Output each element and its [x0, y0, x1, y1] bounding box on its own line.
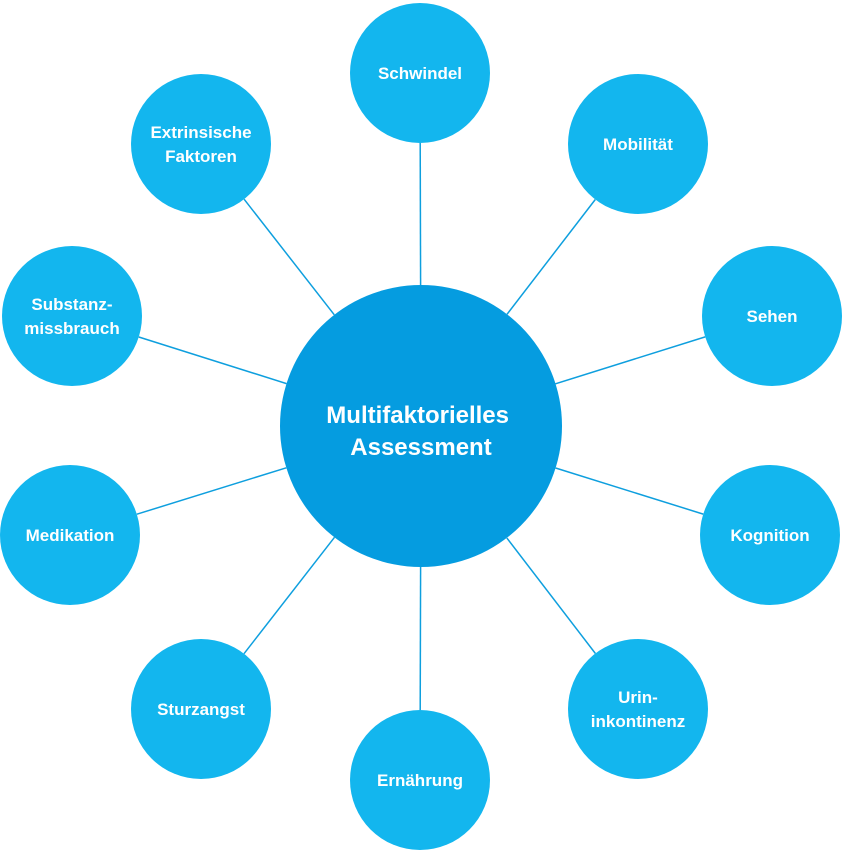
node-circle-schwindel	[350, 3, 490, 143]
node-sehen: Sehen	[702, 246, 842, 386]
node-label-line: Urin-	[618, 688, 658, 707]
node-label-line: Medikation	[26, 526, 115, 545]
node-circle-mobilitaet	[568, 74, 708, 214]
connector-sturzangst	[243, 536, 336, 655]
connector-extrinsische-faktoren	[243, 198, 335, 316]
center-title-line2: Assessment	[350, 434, 491, 461]
node-medikation: Medikation	[0, 465, 140, 605]
node-sturzangst: Sturzangst	[131, 639, 271, 779]
connector-mobilitaet	[506, 199, 596, 315]
connector-substanzmissbrauch	[138, 336, 287, 385]
node-kognition: Kognition	[700, 465, 840, 605]
node-substanzmissbrauch: Substanz-missbrauch	[2, 246, 142, 386]
node-ernaehrung: Ernährung	[350, 710, 490, 850]
node-label-urininkontinenz: Urin-inkontinenz	[591, 688, 685, 731]
node-circle-ernaehrung	[350, 710, 490, 850]
node-circle-urininkontinenz	[568, 639, 708, 779]
node-label-sturzangst: Sturzangst	[157, 700, 245, 719]
node-label-line: Ernährung	[377, 771, 463, 790]
node-mobilitaet: Mobilität	[568, 74, 708, 214]
node-label-sehen: Sehen	[746, 307, 797, 326]
node-circle-extrinsische-faktoren	[131, 74, 271, 214]
node-circle-sturzangst	[131, 639, 271, 779]
node-label-line: Schwindel	[378, 64, 462, 83]
node-label-line: missbrauch	[24, 319, 119, 338]
center-title-line1: Multifaktorielles	[326, 402, 509, 429]
node-label-kognition: Kognition	[730, 526, 809, 545]
center-node: Multifaktorielles Assessment	[280, 285, 562, 567]
node-label-line: Sturzangst	[157, 700, 245, 719]
node-label-schwindel: Schwindel	[378, 64, 462, 83]
connector-sehen	[555, 336, 706, 385]
node-urininkontinenz: Urin-inkontinenz	[568, 639, 708, 779]
connectors	[136, 142, 706, 711]
node-label-line: inkontinenz	[591, 712, 685, 731]
node-label-medikation: Medikation	[26, 526, 115, 545]
center-circle	[280, 285, 562, 567]
node-label-ernaehrung: Ernährung	[377, 771, 463, 790]
node-label-substanzmissbrauch: Substanz-missbrauch	[24, 295, 119, 338]
node-label-mobilitaet: Mobilität	[603, 135, 673, 154]
connector-kognition	[555, 467, 704, 515]
node-label-line: Extrinsische	[150, 123, 251, 142]
node-circle-medikation	[0, 465, 140, 605]
node-schwindel: Schwindel	[350, 3, 490, 143]
node-label-line: Substanz-	[31, 295, 112, 314]
node-label-line: Mobilität	[603, 135, 673, 154]
node-label-line: Sehen	[746, 307, 797, 326]
connector-urininkontinenz	[506, 537, 596, 654]
connector-medikation	[136, 467, 287, 515]
node-label-line: Kognition	[730, 526, 809, 545]
factor-nodes: SchwindelMobilitätSehenKognitionUrin-ink…	[0, 3, 842, 850]
node-circle-sehen	[702, 246, 842, 386]
node-label-line: Faktoren	[165, 147, 237, 166]
node-circle-substanzmissbrauch	[2, 246, 142, 386]
node-circle-kognition	[700, 465, 840, 605]
center-title: Multifaktorielles Assessment	[326, 402, 515, 461]
